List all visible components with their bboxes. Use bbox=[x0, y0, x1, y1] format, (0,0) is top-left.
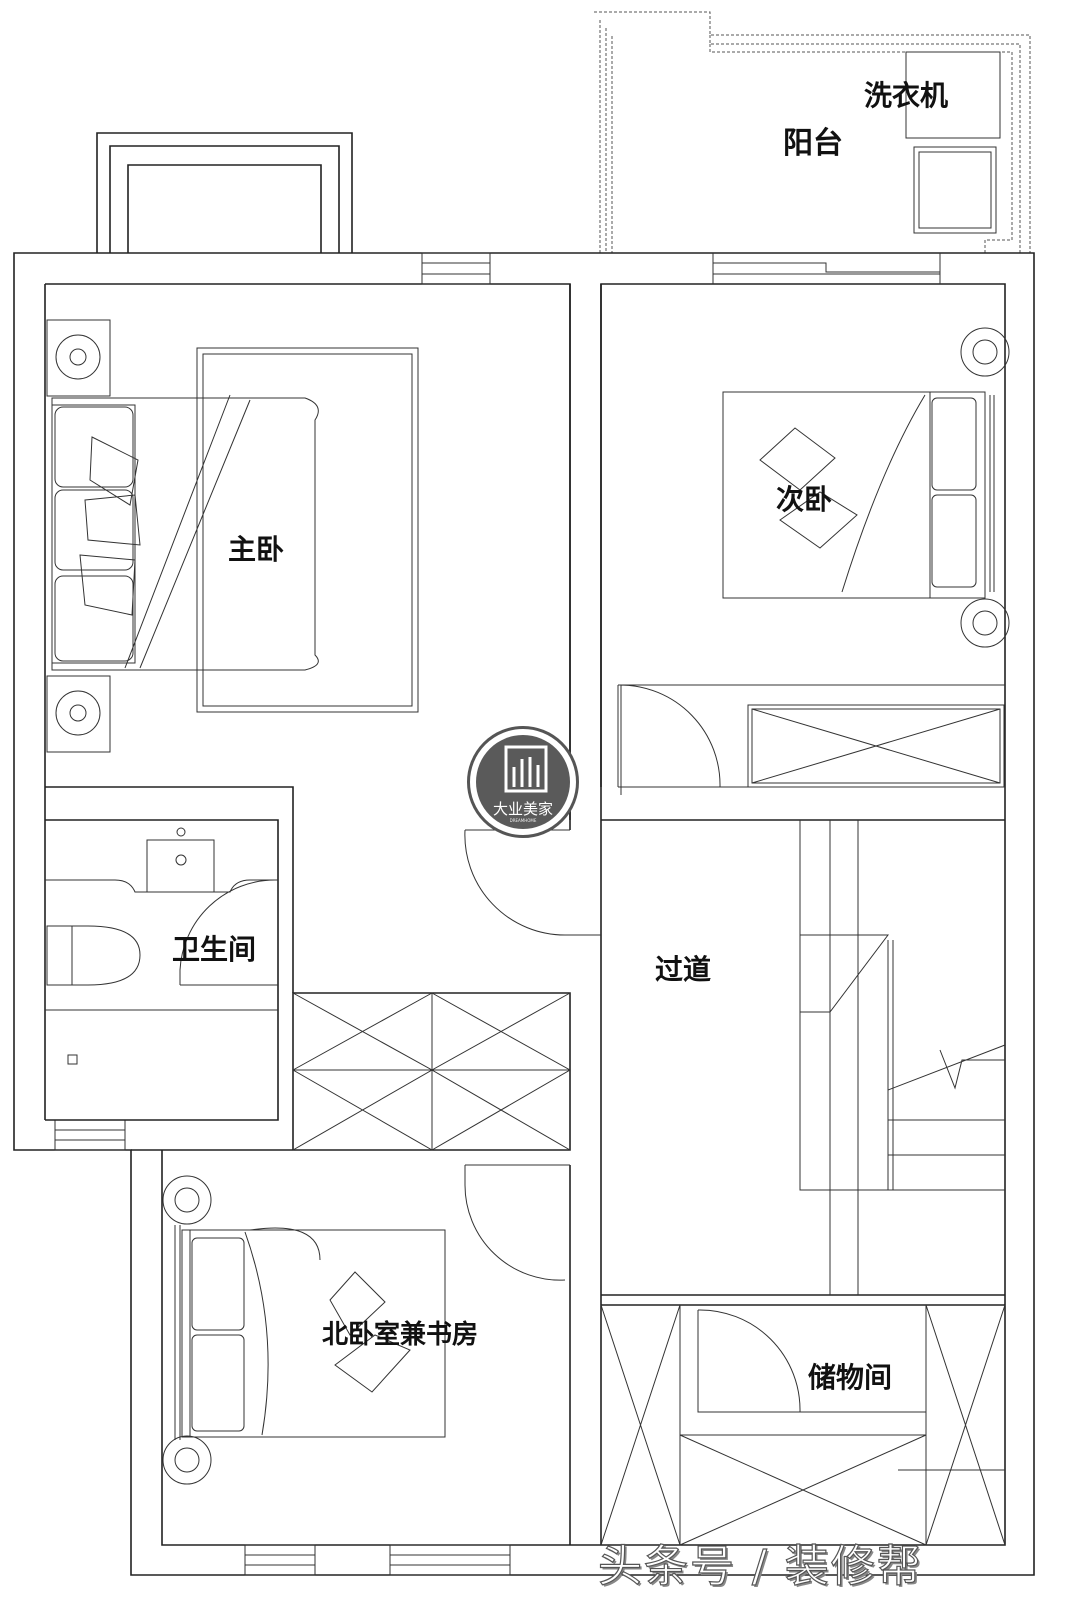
logo-name: 大业美家 bbox=[492, 800, 553, 818]
label-bathroom: 卫生间 bbox=[172, 933, 257, 966]
wardrobe bbox=[292, 992, 572, 1151]
logo-sub: DREAMHOME bbox=[509, 818, 537, 823]
label-corridor: 过道 bbox=[655, 953, 712, 986]
brand-logo: 大业美家 DREAMHOME bbox=[467, 726, 579, 838]
label-storage: 储物间 bbox=[808, 1361, 893, 1394]
master-bed bbox=[46, 319, 419, 753]
watermark: 头条号 / 装修帮 bbox=[597, 1540, 923, 1592]
stairs bbox=[799, 820, 1006, 1295]
second-bed bbox=[722, 327, 1010, 648]
label-balcony: 阳台 bbox=[783, 126, 843, 161]
label-master-bedroom: 主卧 bbox=[228, 533, 285, 566]
label-north-bedroom-study: 北卧室兼书房 bbox=[322, 1320, 479, 1350]
building-icon bbox=[504, 745, 548, 793]
bathroom-fixtures bbox=[45, 827, 601, 1065]
storage-fixtures bbox=[600, 1304, 1006, 1546]
label-washing-machine: 洗衣机 bbox=[864, 79, 949, 112]
master-balcony bbox=[96, 132, 353, 253]
label-second-bedroom: 次卧 bbox=[776, 483, 833, 516]
balcony-outline bbox=[594, 11, 1031, 253]
north-bed bbox=[162, 1164, 570, 1485]
